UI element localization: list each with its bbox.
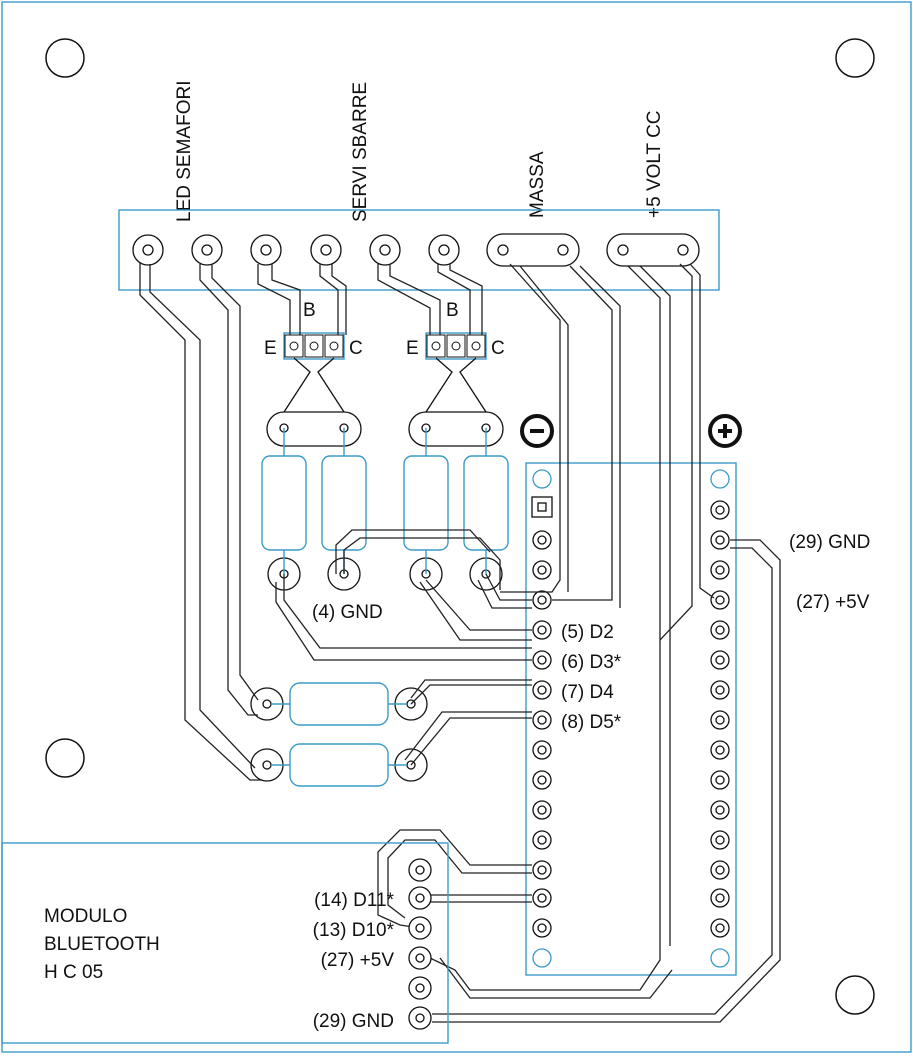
bluetooth-pin-d11: (14) D11* bbox=[314, 890, 395, 911]
bluetooth-title-line3: H C 05 bbox=[44, 962, 103, 983]
transistor-1-c-label: C bbox=[349, 338, 363, 359]
vertical-resistors bbox=[261, 428, 509, 574]
transistor-2-c-label: C bbox=[491, 338, 505, 359]
mounting-hole-bottom-right bbox=[835, 975, 875, 1015]
label-servi-sbarre: SERVI SBARRE bbox=[350, 82, 371, 222]
mounting-hole-mid-left bbox=[45, 738, 85, 778]
pcb-traces bbox=[139, 262, 781, 1023]
label-led-semafori: LED SEMAFORI bbox=[174, 81, 195, 222]
mounting-hole-top-right bbox=[835, 38, 875, 78]
label-massa: MASSA bbox=[527, 151, 548, 218]
mounting-hole-top-left bbox=[45, 38, 85, 78]
bluetooth-pin-d10: (13) D10* bbox=[313, 920, 395, 941]
bluetooth-pin-gnd: (29) GND bbox=[313, 1011, 394, 1032]
bluetooth-title-line2: BLUETOOTH bbox=[44, 934, 160, 955]
bluetooth-pins bbox=[408, 858, 432, 1030]
bluetooth-module-outline bbox=[1, 842, 449, 1044]
pin-label-d5: (8) D5* bbox=[561, 712, 622, 733]
horizontal-resistors bbox=[250, 682, 428, 787]
pin-label-gnd4: (4) GND bbox=[312, 602, 383, 623]
servo-pads bbox=[266, 357, 504, 591]
transistor-1-b-label: B bbox=[303, 300, 316, 321]
header-right-column bbox=[710, 469, 730, 968]
header-left-column bbox=[531, 469, 553, 968]
pin-label-d3: (6) D3* bbox=[561, 652, 622, 673]
pin-label-gnd29: (29) GND bbox=[789, 532, 870, 553]
transistor-1-e-label: E bbox=[264, 338, 277, 359]
transistor-2: B E C bbox=[406, 300, 505, 360]
transistor-1: B E C bbox=[264, 300, 363, 360]
minus-rail-symbol bbox=[520, 414, 554, 448]
pin-label-5v27: (27) +5V bbox=[796, 592, 870, 613]
terminal-pad-power bbox=[606, 233, 700, 267]
bluetooth-pin-5v: (27) +5V bbox=[321, 950, 395, 971]
terminal-pads bbox=[132, 233, 700, 267]
pin-label-d4: (7) D4 bbox=[561, 682, 614, 703]
plus-rail-symbol bbox=[708, 414, 742, 448]
transistor-2-e-label: E bbox=[406, 338, 419, 359]
label-5volt: +5 VOLT CC bbox=[644, 110, 665, 218]
terminal-pad-massa bbox=[486, 233, 580, 267]
arduino-header bbox=[525, 462, 737, 976]
mounting-holes bbox=[45, 38, 875, 1015]
transistor-2-b-label: B bbox=[446, 300, 459, 321]
pin-label-d2: (5) D2 bbox=[561, 622, 614, 643]
bluetooth-title-line1: MODULO bbox=[44, 906, 127, 927]
